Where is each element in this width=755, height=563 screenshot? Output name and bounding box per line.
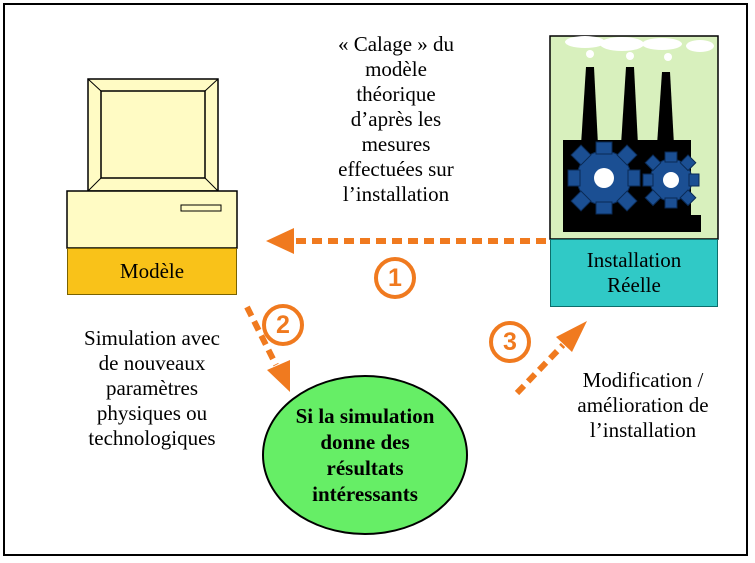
calage-line: « Calage » du xyxy=(337,32,455,56)
calage-line: mesures xyxy=(361,132,431,156)
simulation-line: Simulation avec xyxy=(84,326,220,350)
calage-line: théorique xyxy=(356,82,436,106)
simulation-line: paramètres xyxy=(105,376,199,400)
result-ellipse: Si la simulation donne des résultats int… xyxy=(262,375,468,535)
arrow-simulation xyxy=(244,305,290,392)
arrow-modification xyxy=(514,321,587,396)
modification-line: l’installation xyxy=(589,418,697,442)
calage-text: « Calage » du modèle théorique d’après l… xyxy=(296,32,496,207)
result-line: résultats xyxy=(326,456,404,480)
computer-icon xyxy=(66,78,238,249)
calage-line: effectuées sur xyxy=(338,157,454,181)
result-line: Si la simulation xyxy=(295,404,435,428)
modification-line: amélioration de xyxy=(577,393,709,417)
simulation-line: de nouveaux xyxy=(98,351,206,375)
simulation-text: Simulation avec de nouveaux paramètres p… xyxy=(52,326,252,451)
installation-line: Réelle xyxy=(607,273,661,297)
modification-line: Modification / xyxy=(582,368,704,392)
calage-line: d’après les xyxy=(350,107,442,131)
calage-line: modèle xyxy=(365,57,427,81)
simulation-line: technologiques xyxy=(88,426,216,450)
result-line: donne des xyxy=(320,430,410,454)
factory-icon xyxy=(549,35,719,240)
installation-label: Installation Réelle xyxy=(550,239,718,307)
step-3-badge: 3 xyxy=(489,321,531,363)
calage-line: l’installation xyxy=(342,182,450,206)
gear-icon xyxy=(567,141,700,215)
result-line: intéressants xyxy=(312,482,418,506)
step-2-badge: 2 xyxy=(262,304,304,346)
step-1-badge: 1 xyxy=(374,257,416,299)
simulation-line: physiques ou xyxy=(96,401,208,425)
diagram-frame xyxy=(3,3,748,556)
installation-line: Installation xyxy=(586,248,682,272)
model-label: Modèle xyxy=(67,248,237,295)
modification-text: Modification / amélioration de l’install… xyxy=(548,368,738,443)
arrow-calage xyxy=(266,228,546,254)
